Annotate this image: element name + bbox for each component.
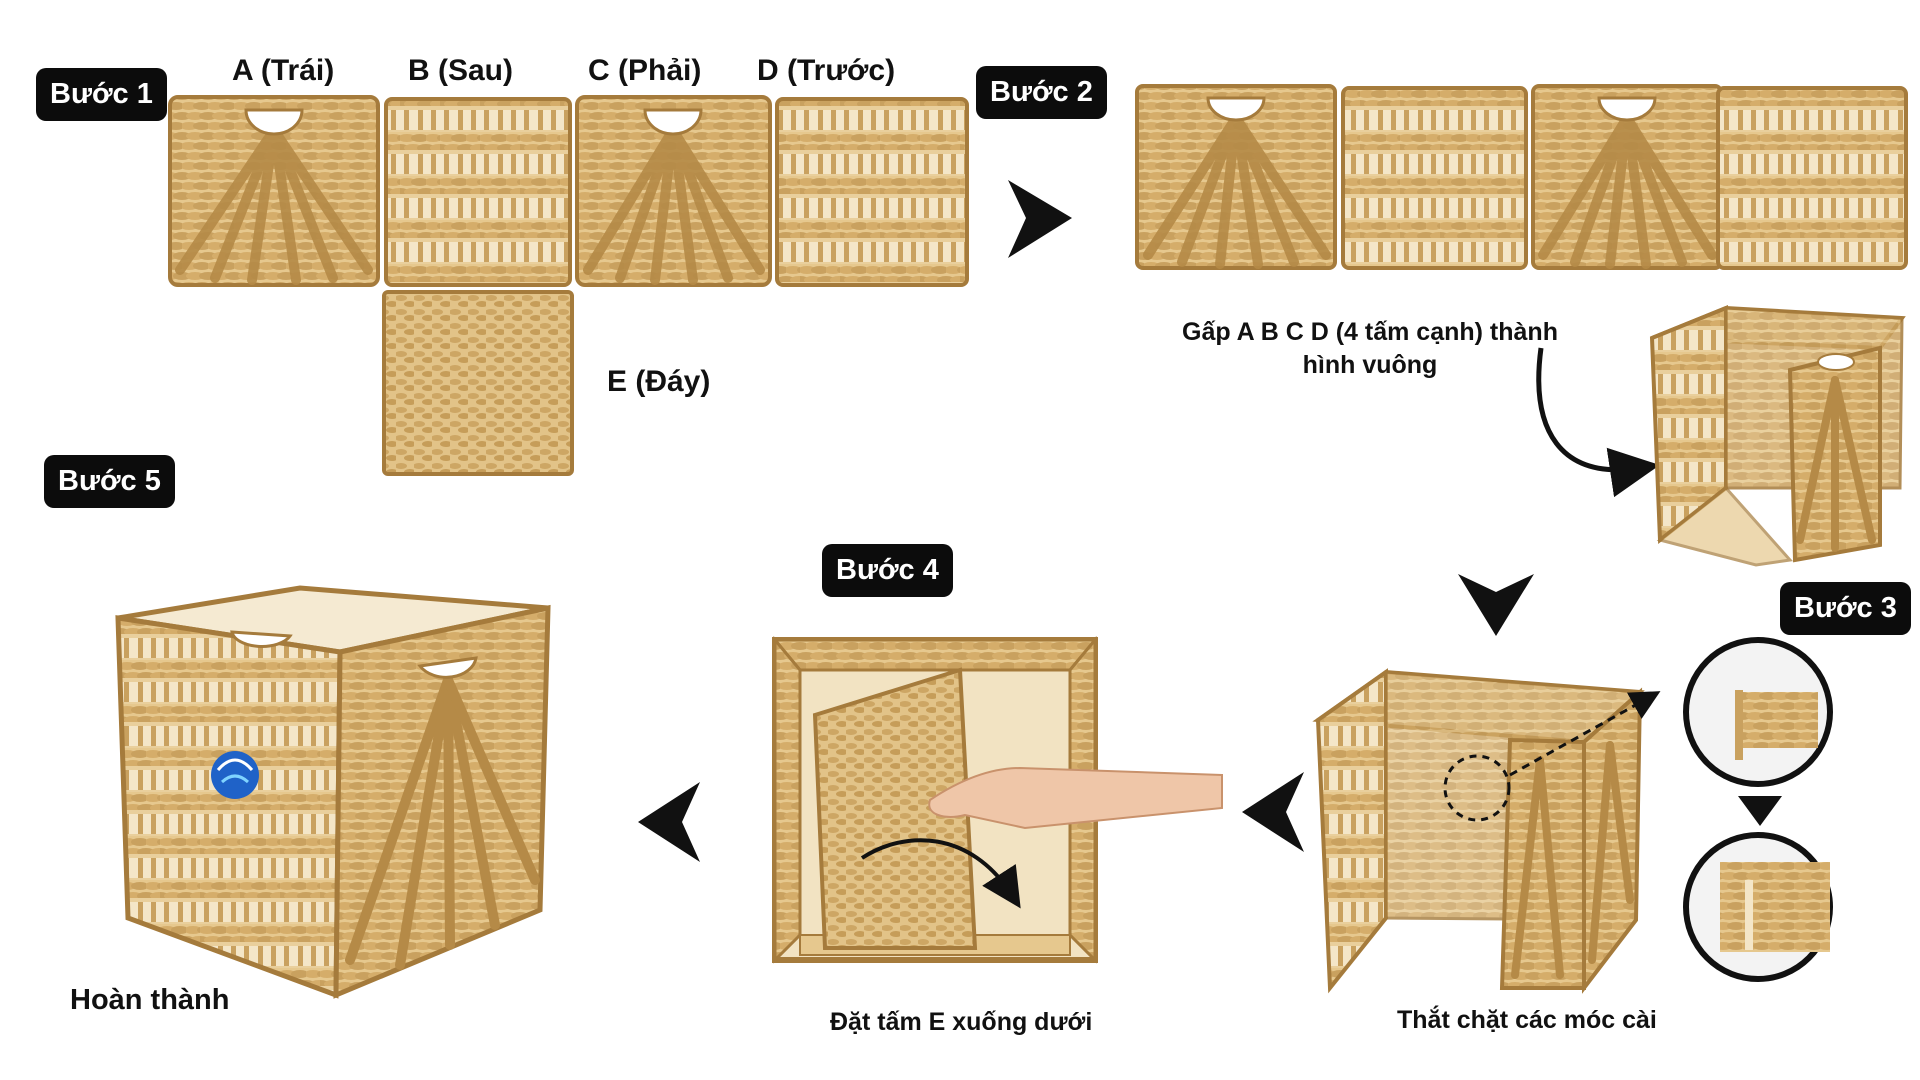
curved-arrow-fold <box>1536 347 1660 498</box>
panel-b <box>384 97 572 287</box>
label-panel-c: C (Phải) <box>588 54 702 87</box>
step-5-badge: Bước 5 <box>44 455 175 508</box>
panel-c <box>575 95 772 287</box>
step3-basket <box>1312 668 1661 994</box>
panel-e <box>382 290 574 476</box>
arrow-right-1 <box>1008 180 1072 258</box>
caption-fold-line1: Gấp A B C D (4 tấm cạnh) thành <box>1182 318 1558 346</box>
step2-panels <box>1135 84 1908 270</box>
arrow-down-small <box>1738 796 1782 826</box>
caption-place-bottom: Đặt tấm E xuống dưới <box>830 1008 1093 1036</box>
arrow-left-1 <box>1242 772 1304 852</box>
panel-a <box>168 95 380 287</box>
label-panel-d: D (Trước) <box>757 54 896 87</box>
step5-basket <box>115 585 551 999</box>
step-3-badge: Bước 3 <box>1780 582 1911 635</box>
step-2-badge: Bước 2 <box>976 66 1107 119</box>
brand-logo <box>211 751 259 799</box>
panel-d <box>775 97 969 287</box>
caption-done: Hoàn thành <box>70 984 230 1016</box>
step-4-badge: Bước 4 <box>822 544 953 597</box>
label-panel-a: A (Trái) <box>232 54 335 87</box>
detail-circle-2 <box>1683 832 1833 982</box>
caption-tighten: Thắt chặt các móc cài <box>1397 1006 1657 1034</box>
step-1-badge: Bước 1 <box>36 68 167 121</box>
label-panel-e: E (Đáy) <box>607 365 711 398</box>
arrow-left-2 <box>638 782 700 862</box>
folded-frame <box>1649 305 1906 567</box>
caption-fold-line2: hình vuông <box>1302 351 1438 379</box>
caption-fold: Gấp A B C D (4 tấm cạnh) thành hình vuôn… <box>1160 318 1580 380</box>
detail-circle-1 <box>1683 637 1833 787</box>
arrow-down-1 <box>1458 574 1534 636</box>
label-panel-b: B (Sau) <box>408 54 513 87</box>
step4-basket <box>771 635 1223 964</box>
